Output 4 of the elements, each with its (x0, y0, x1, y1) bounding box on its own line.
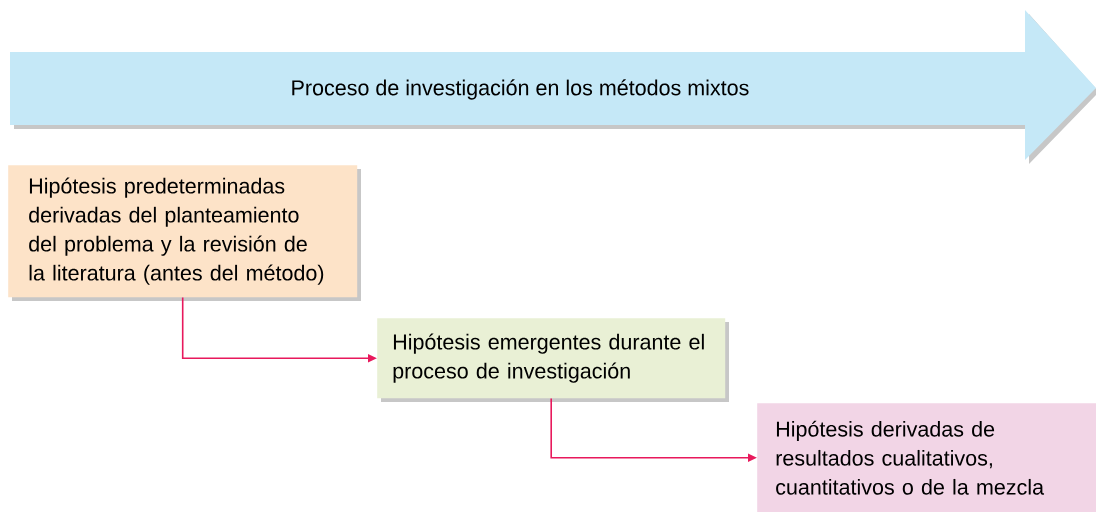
hypothesis-box: Hipótesis derivadas de resultados cualitativos, cuantitativos o de la mezcla (757, 403, 1096, 512)
hypothesis-box: Hipótesis predeterminadas derivadas del planteamiento del problema y la revisión de la literatura (antes del método) (8, 165, 361, 301)
arrow-band: Proceso de investigación en los métodos mixtos (10, 10, 1096, 164)
hypothesis-box: Hipótesis emergentes durante el proceso de investigación (377, 318, 729, 402)
